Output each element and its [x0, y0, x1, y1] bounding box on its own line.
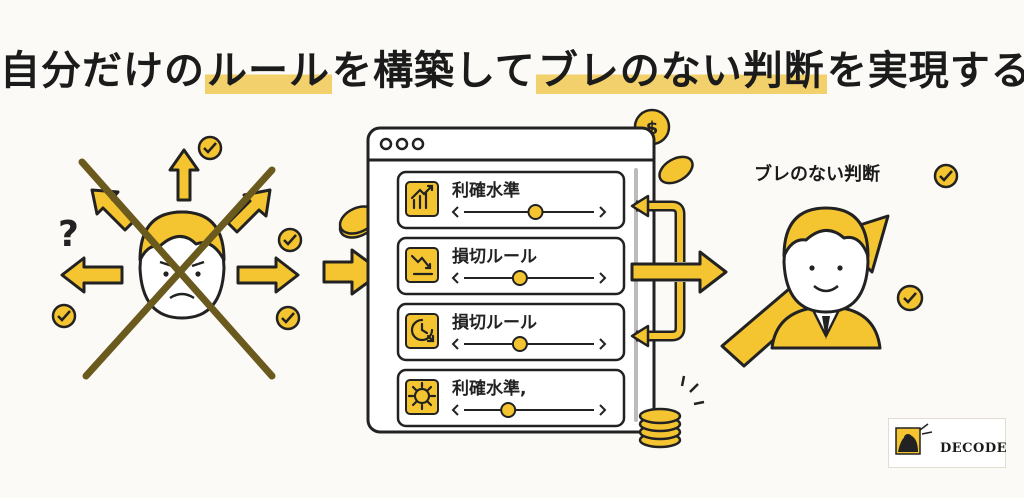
check-icon — [933, 163, 959, 189]
rule-card: 損切ルール — [396, 236, 626, 296]
title-part-3: を構築して — [332, 48, 536, 94]
chevron-left-icon[interactable] — [451, 272, 459, 284]
rule-label: 利確水準 — [452, 180, 520, 201]
title-part-2: ルール — [205, 48, 332, 94]
check-icon — [896, 284, 924, 312]
chevron-right-icon[interactable] — [599, 206, 607, 218]
chart-down-icon — [405, 247, 439, 283]
title-part-1: 自分だけの — [0, 48, 205, 94]
rule-label: 損切ルール — [452, 312, 537, 333]
chevron-left-icon[interactable] — [451, 338, 459, 350]
chevron-left-icon[interactable] — [451, 404, 459, 416]
result-title: ブレのない判断 — [754, 164, 880, 185]
logo-text: DECODE — [940, 441, 1008, 456]
slider-knob[interactable] — [511, 336, 528, 352]
cross-out-mark — [78, 158, 276, 380]
gear-icon — [405, 379, 439, 415]
check-icon — [277, 227, 303, 253]
slider-knob[interactable] — [527, 204, 544, 220]
check-icon — [197, 135, 223, 161]
smiling-face-icon — [782, 206, 870, 314]
confused-person-group: ? — [51, 135, 303, 380]
check-icon — [275, 305, 301, 331]
title-part-5: を実現する — [826, 48, 1024, 94]
rule-card: 利確水準 — [396, 170, 626, 230]
title-part-4: ブレのない判断 — [535, 48, 827, 94]
page-title: 自分だけのルールを構築してブレのない判断を実現する — [0, 38, 1024, 96]
question-mark: ? — [58, 214, 79, 255]
confident-person-group — [720, 163, 959, 368]
arrow-left-icon — [60, 256, 124, 294]
coin-icon — [658, 155, 694, 185]
arrow-right-icon — [236, 256, 300, 294]
rule-card: 損切ルール — [396, 302, 626, 362]
chevron-right-icon[interactable] — [599, 338, 607, 350]
rule-label: 利確水準, — [452, 378, 526, 399]
branch-arrows — [630, 194, 728, 348]
check-icon — [51, 303, 77, 329]
rule-label: 損切ルール — [452, 246, 537, 267]
chevron-right-icon[interactable] — [599, 404, 607, 416]
slider-knob[interactable] — [500, 402, 517, 418]
chevron-right-icon[interactable] — [599, 272, 607, 284]
chart-up-icon — [405, 181, 439, 217]
chevron-left-icon[interactable] — [451, 206, 459, 218]
coin-stack-icon — [638, 375, 705, 449]
slider-knob[interactable] — [511, 270, 528, 286]
rule-card: 利確水準, — [396, 368, 626, 428]
arrow-upleft-icon — [90, 188, 136, 232]
clock-icon — [405, 313, 439, 349]
arrow-up-icon — [168, 148, 200, 202]
